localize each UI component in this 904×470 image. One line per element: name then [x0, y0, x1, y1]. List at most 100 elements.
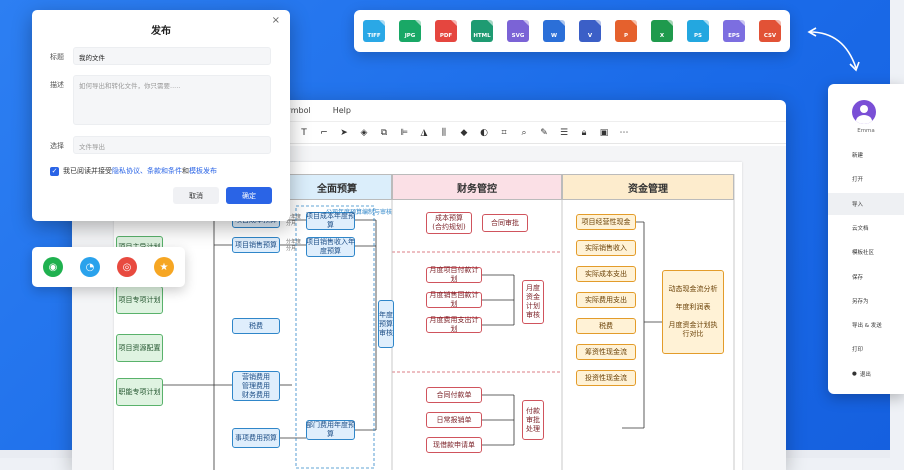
agree-checkbox[interactable]: ✓ — [50, 166, 59, 176]
publish-dialog: 发布 × 标题 我的文件 描述 如何导出和转化文件，你只需要..... 选择 文… — [32, 10, 290, 221]
fund-node-cost-out[interactable]: 实际成本支出 — [576, 266, 636, 282]
crop-icon[interactable]: ⌗ — [501, 127, 507, 138]
fund-node-investing[interactable]: 投资性现金流 — [576, 370, 636, 386]
close-icon[interactable]: × — [271, 15, 280, 26]
mid-node-event-cost[interactable]: 事项费用预算 — [232, 428, 280, 448]
fund-node-tax[interactable]: 税费 — [576, 318, 636, 334]
line-color-icon[interactable]: ✎ — [540, 127, 548, 138]
fin-node-pay-approve[interactable]: 付款 审批 处理 — [522, 400, 544, 440]
share-bar: ◉ ◔ ◎ ★ — [32, 247, 185, 287]
exit-bullet-icon: ● — [852, 370, 857, 377]
align-left-icon[interactable]: ⊫ — [400, 127, 408, 138]
header-finance: 财务管控 — [392, 174, 562, 200]
mid-node-tax[interactable]: 税费 — [232, 318, 280, 334]
format-eps-icon[interactable]: EPS — [723, 20, 745, 42]
fund-node-analysis[interactable]: 动态现金流分析 年度利润表 月度资金计划执 行对比 — [662, 270, 724, 354]
mid-node-sales[interactable]: 项目销售预算 — [232, 237, 280, 253]
group-icon[interactable]: ⧉ — [380, 127, 388, 138]
frame-icon[interactable]: ▣ — [599, 127, 609, 138]
left-node-function[interactable]: 职能专项计划 — [116, 378, 163, 406]
mid2-node-dept-annual[interactable]: 部门费用年度预 算 — [306, 420, 355, 440]
flip-icon[interactable]: ◮ — [420, 127, 428, 138]
weibo-icon[interactable]: ◎ — [117, 257, 137, 277]
header-budget: 全面预算 — [282, 174, 392, 200]
fin-node-payment-form[interactable]: 合同付款单 — [426, 387, 482, 403]
search-icon[interactable]: ⌕ — [521, 127, 527, 138]
agree-text: 我已阅读并接受 — [63, 167, 112, 175]
menu-symbol[interactable]: ymbol — [286, 106, 311, 115]
layers-icon[interactable]: ◈ — [360, 127, 368, 138]
menu-item-6[interactable]: 另存为 — [828, 290, 904, 312]
fin-node-expense-plan[interactable]: 月度费用支出计划 — [426, 316, 482, 333]
avatar[interactable] — [852, 100, 876, 124]
budget-note: 公司年度预算编制与审核 — [326, 209, 393, 216]
menu-item-label: 退出 — [859, 371, 871, 378]
desc-textarea[interactable]: 如何导出和转化文件，你只需要..... — [73, 75, 271, 125]
fin-node-reimburse[interactable]: 日常报销单 — [426, 412, 482, 428]
user-name: Emma — [857, 128, 875, 134]
format-tiff-icon[interactable]: TIFF — [363, 20, 385, 42]
line-style-icon[interactable]: ☰ — [559, 127, 569, 138]
menu-item-2[interactable]: 导入 — [828, 192, 904, 215]
fund-node-sales-income[interactable]: 实际销售收入 — [576, 240, 636, 256]
format-w-icon[interactable]: W — [543, 20, 565, 42]
fund-node-op-cash[interactable]: 项目经营性现金 — [576, 214, 636, 230]
fin-node-contract[interactable]: 合同审批 — [482, 214, 528, 232]
fin-node-collect-plan[interactable]: 月度销售回款计划 — [426, 291, 482, 308]
fill-color-icon[interactable]: ◆ — [460, 127, 468, 138]
left-node-special-plan[interactable]: 项目专项计划 — [116, 286, 163, 314]
left-node-resource[interactable]: 项目资源配置 — [116, 334, 163, 362]
fund-node-financing[interactable]: 筹资性现金流 — [576, 344, 636, 360]
menu-item-label: 新建 — [852, 153, 864, 159]
distribute-icon[interactable]: ⫼ — [441, 127, 447, 138]
menu-item-0[interactable]: 新建 — [828, 144, 904, 166]
format-jpg-icon[interactable]: JPG — [399, 20, 421, 42]
pointer-icon[interactable]: ➤ — [340, 127, 348, 138]
menu-item-4[interactable]: 模板社区 — [828, 241, 904, 263]
star-icon[interactable]: ★ — [154, 257, 174, 277]
menu-item-label: 打开 — [852, 177, 864, 184]
format-csv-icon[interactable]: CSV — [759, 20, 781, 42]
fin-node-monthly-review[interactable]: 月度 资金 计划 审核 — [522, 280, 544, 324]
format-v-icon[interactable]: V — [579, 20, 601, 42]
annual-review-node[interactable]: 年度 预算 审核 — [378, 300, 394, 348]
text-icon[interactable]: T — [301, 127, 307, 138]
mid-node-expenses[interactable]: 营销费用 管理费用 财务费用 — [232, 371, 280, 401]
title-input[interactable]: 我的文件 — [73, 47, 271, 65]
menu-item-label: 模板社区 — [852, 250, 875, 257]
lock-icon[interactable]: 🔒︎ — [581, 127, 587, 138]
format-ps-icon[interactable]: PS — [687, 20, 709, 42]
menu-item-1[interactable]: 打开 — [828, 168, 904, 190]
choose-label: 选择 — [50, 142, 64, 150]
fin-node-cost-budget[interactable]: 成本预算 (合约规划) — [426, 212, 472, 234]
choose-select[interactable]: 文件导出 — [73, 136, 271, 154]
menu-help[interactable]: Help — [332, 106, 351, 115]
format-x-icon[interactable]: X — [651, 20, 673, 42]
shape-style-icon[interactable]: ◐ — [480, 127, 488, 138]
privacy-link[interactable]: 隐私协议、条款和条件 — [112, 167, 182, 175]
confirm-button[interactable]: 确定 — [226, 187, 272, 204]
menu-item-3[interactable]: 云文档 — [828, 217, 904, 239]
format-html-icon[interactable]: HTML — [471, 20, 493, 42]
wechat-icon[interactable]: ◉ — [43, 257, 63, 277]
qq-icon[interactable]: ◔ — [80, 257, 100, 277]
format-svg-icon[interactable]: SVG — [507, 20, 529, 42]
fin-node-loan[interactable]: 现借款申请单 — [426, 437, 482, 453]
more-icon[interactable]: ⋯ — [619, 127, 629, 138]
template-link[interactable]: 模板发布 — [189, 167, 217, 175]
mid2-node-sales-annual[interactable]: 项目销售收入年 度预算 — [306, 237, 355, 257]
fin-node-pay-plan[interactable]: 月度项目付款计划 — [426, 266, 482, 283]
menu-item-9[interactable]: ●退出 — [828, 363, 904, 385]
cancel-button[interactable]: 取消 — [173, 187, 219, 204]
mid2-node-cost-annual[interactable]: 项目成本年度预 算 — [306, 212, 355, 230]
toolbar: ≡ ▭ T ⌐ ➤ ◈ ⧉ ⊫ ◮ ⫼ ◆ ◐ ⌗ ⌕ ✎ ☰ 🔒︎ ▣ ⋯ — [72, 122, 786, 144]
menu-item-5[interactable]: 保存 — [828, 266, 904, 288]
menu-item-8[interactable]: 打印 — [828, 338, 904, 360]
format-pdf-icon[interactable]: PDF — [435, 20, 457, 42]
connector-icon[interactable]: ⌐ — [320, 127, 328, 138]
format-p-icon[interactable]: P — [615, 20, 637, 42]
fund-node-expense-out[interactable]: 实际费用支出 — [576, 292, 636, 308]
agree-row: ✓ 我已阅读并接受隐私协议、条款和条件和模板发布 — [50, 166, 217, 176]
menu-item-7[interactable]: 导出 & 发送 — [828, 314, 904, 336]
